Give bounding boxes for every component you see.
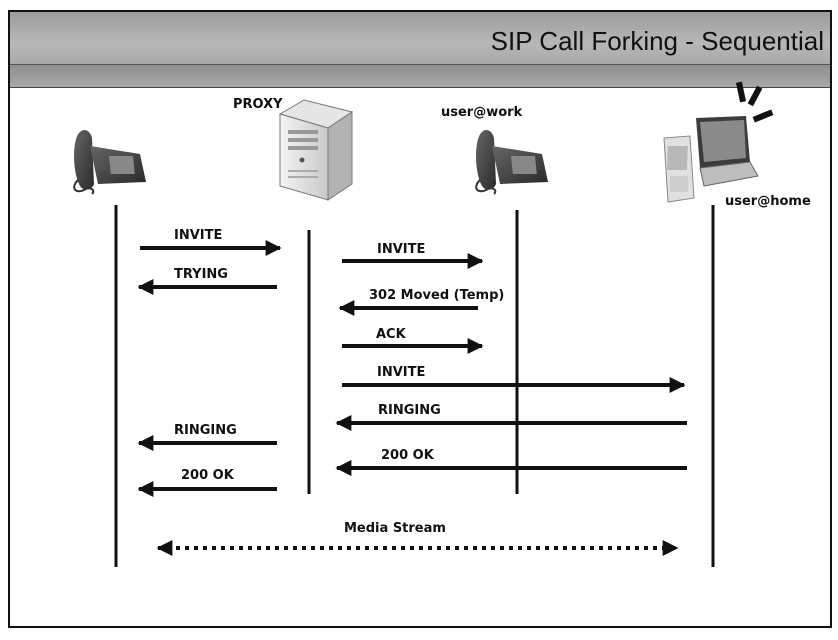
message-label: RINGING <box>378 403 441 418</box>
message-label: RINGING <box>174 423 237 438</box>
message-arrow: 200 OK <box>335 448 687 476</box>
message-arrow: INVITE <box>140 228 282 256</box>
media-stream-arrow: Media Stream <box>156 521 679 556</box>
slide: SIP Call Forking - Sequential <box>8 10 832 628</box>
ringing-indicator-icon <box>735 81 774 123</box>
message-arrow: INVITE <box>342 365 686 393</box>
message-label: 302 Moved (Temp) <box>369 288 504 303</box>
title-bar: SIP Call Forking - Sequential <box>10 12 830 65</box>
message-label: 200 OK <box>381 448 435 463</box>
server-icon <box>278 99 354 201</box>
message-label: INVITE <box>377 242 425 257</box>
message-label: TRYING <box>174 267 228 282</box>
message-label: INVITE <box>377 365 425 380</box>
desk-phone-icon <box>475 130 548 195</box>
message-label: ACK <box>376 327 407 342</box>
message-label: INVITE <box>174 228 222 243</box>
message-arrow: RINGING <box>137 423 277 451</box>
slide-title: SIP Call Forking - Sequential <box>490 26 824 56</box>
message-arrow: RINGING <box>335 403 687 431</box>
message-arrow: 200 OK <box>137 468 277 497</box>
entity-label-home: user@home <box>725 194 811 209</box>
entity-label-work: user@work <box>441 105 523 120</box>
title-sub-bar <box>10 65 830 88</box>
media-stream-label: Media Stream <box>344 521 446 536</box>
entity-label-proxy: PROXY <box>233 97 283 112</box>
message-arrow: ACK <box>342 327 484 354</box>
message-arrow: 302 Moved (Temp) <box>338 288 504 316</box>
desk-phone-icon <box>73 130 146 195</box>
laptop-and-pda-icon <box>663 116 759 203</box>
message-arrow: TRYING <box>137 267 277 295</box>
message-label: 200 OK <box>181 468 235 483</box>
message-arrow: INVITE <box>342 242 484 269</box>
